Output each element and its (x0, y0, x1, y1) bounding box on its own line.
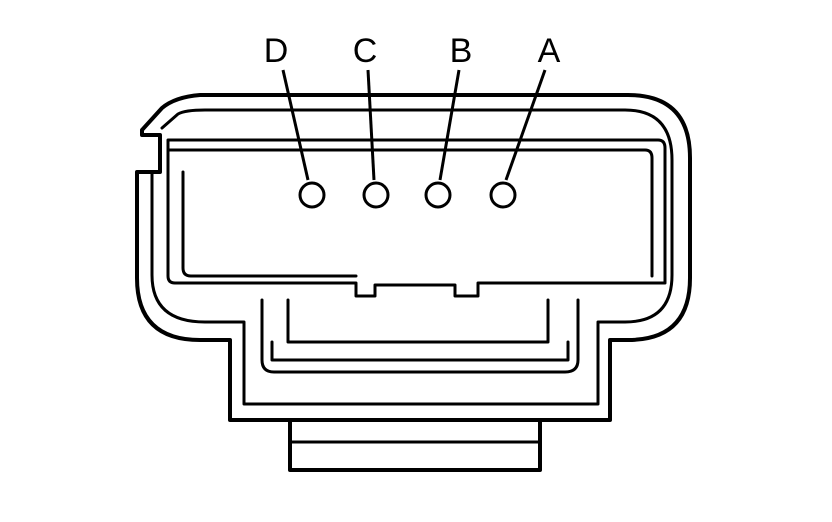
pin-c-terminal (362, 181, 390, 209)
leader-line-c (366, 69, 376, 181)
locking-tab-inner (286, 298, 550, 344)
contact-cavity (166, 138, 667, 298)
cavity-shelf-line (166, 148, 654, 278)
connector-housing-outer (135, 93, 692, 422)
leader-line-b (438, 69, 461, 181)
leader-line-d (281, 69, 310, 181)
leader-line-a (504, 69, 547, 181)
pin-d-terminal (298, 181, 326, 209)
pin-b-terminal (424, 181, 452, 209)
connector-housing-inner-wall (150, 108, 674, 406)
pin-label-b: B (450, 32, 473, 70)
cavity-left-wall-line (181, 170, 358, 278)
locking-tab-bar (270, 340, 570, 362)
rear-boss (288, 418, 542, 472)
pin-a-terminal (489, 181, 517, 209)
pin-label-d: D (264, 32, 289, 70)
pin-label-c: C (353, 32, 378, 70)
pin-label-a: A (538, 32, 561, 70)
locking-tab-frame (260, 298, 580, 374)
